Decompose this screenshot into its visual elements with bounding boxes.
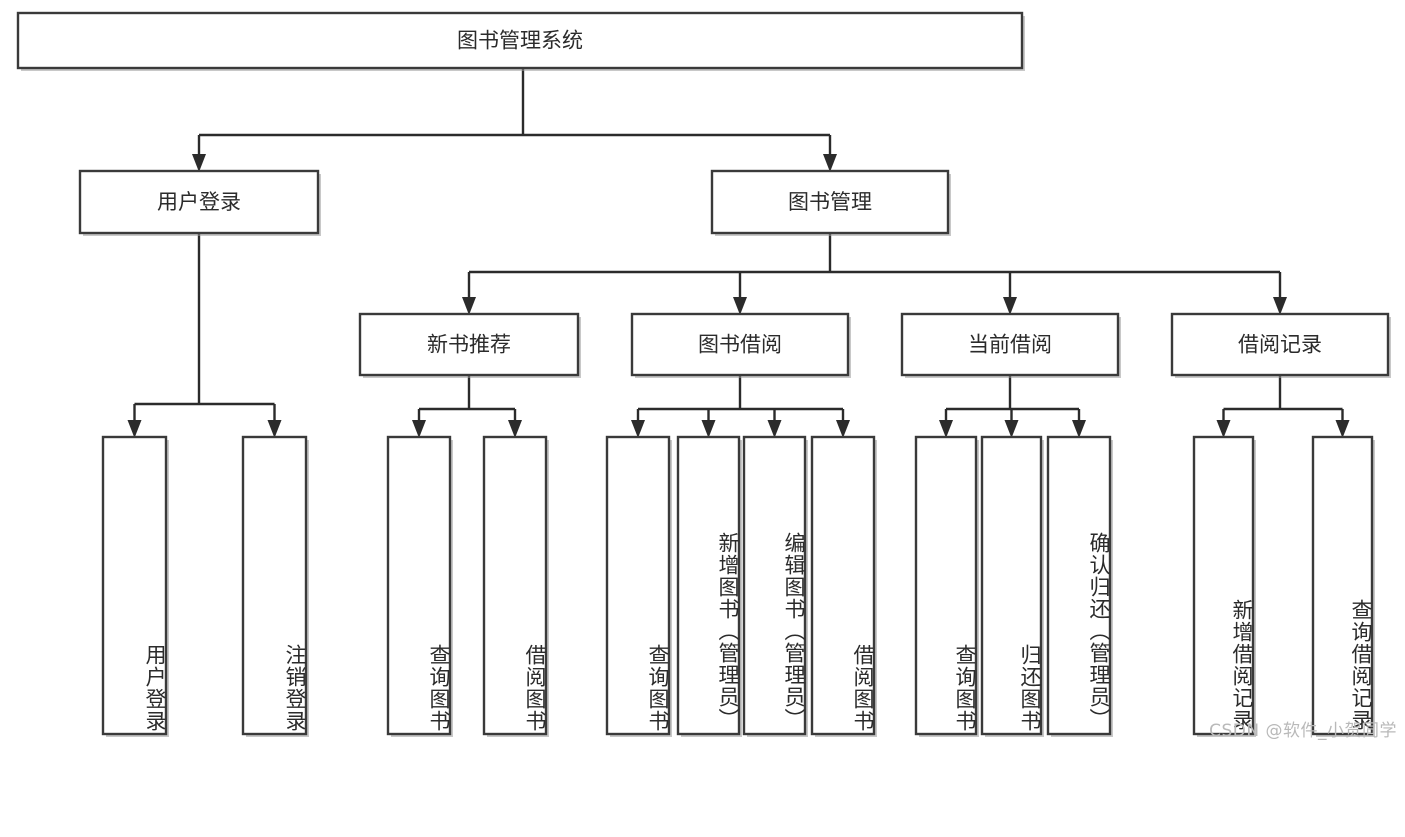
node-box-leaf-add-book-admin[interactable]	[676, 435, 741, 736]
diagram-canvas: 图书管理系统用户登录图书管理新书推荐图书借阅当前借阅借阅记录 用户登录注销登录查…	[16, 11, 1397, 741]
node-box-leaf-user-login[interactable]	[101, 435, 168, 736]
node-box-leaf-query-book-borrow[interactable]	[605, 435, 671, 736]
node-label-book-management: 图书管理	[788, 190, 872, 214]
node-box-leaf-borrow-book[interactable]	[810, 435, 876, 736]
boxes-layer	[16, 11, 1391, 737]
arrow-to-leaf-query-book-recommend	[412, 420, 426, 438]
node-box-book-management[interactable]	[710, 169, 950, 235]
node-box-book-borrow[interactable]	[630, 312, 850, 377]
node-box-new-book-recommend[interactable]	[358, 312, 580, 377]
node-label-book-borrow: 图书借阅	[698, 333, 782, 357]
node-box-leaf-query-book-current[interactable]	[914, 435, 978, 736]
arrow-to-user-login	[192, 154, 206, 172]
arrow-to-borrow-record	[1273, 297, 1287, 315]
node-box-current-borrow[interactable]	[900, 312, 1120, 377]
arrow-to-leaf-borrow-book	[836, 420, 850, 438]
node-box-leaf-logout[interactable]	[241, 435, 308, 736]
arrow-to-book-management	[823, 154, 837, 172]
csdn-watermark: CSDN @软件_小贺同学	[1209, 721, 1397, 741]
node-box-root[interactable]	[16, 11, 1024, 70]
connectors-layer	[127, 68, 1350, 438]
node-box-leaf-return-book[interactable]	[980, 435, 1043, 736]
arrow-to-leaf-query-borrow-record	[1335, 420, 1350, 438]
node-box-leaf-query-borrow-record[interactable]	[1311, 435, 1374, 736]
node-box-user-login[interactable]	[78, 169, 320, 235]
arrow-to-leaf-add-borrow-record	[1216, 420, 1231, 438]
node-label-user-login: 用户登录	[157, 190, 241, 214]
node-label-borrow-record: 借阅记录	[1238, 333, 1322, 357]
arrow-to-leaf-return-book	[1004, 420, 1019, 438]
node-box-borrow-record[interactable]	[1170, 312, 1390, 377]
arrow-to-leaf-confirm-return-admin	[1072, 420, 1086, 438]
node-box-leaf-query-book-recommend[interactable]	[386, 435, 452, 736]
node-label-new-book-recommend: 新书推荐	[427, 333, 511, 357]
arrow-to-leaf-logout	[267, 420, 282, 438]
arrow-to-leaf-add-book-admin	[701, 420, 716, 438]
arrow-to-leaf-query-book-current	[939, 420, 953, 438]
arrow-to-leaf-query-book-borrow	[631, 420, 645, 438]
arrow-to-book-borrow	[733, 297, 747, 315]
arrow-to-leaf-user-login	[127, 420, 142, 438]
node-label-current-borrow: 当前借阅	[968, 333, 1052, 357]
node-box-leaf-add-borrow-record[interactable]	[1192, 435, 1255, 736]
arrow-to-leaf-borrow-book-recommend	[508, 420, 522, 438]
arrow-to-new-book-recommend	[462, 297, 476, 315]
node-label-root: 图书管理系统	[457, 29, 583, 53]
node-box-leaf-confirm-return-admin[interactable]	[1046, 435, 1112, 736]
node-box-leaf-edit-book-admin[interactable]	[742, 435, 807, 736]
arrow-to-leaf-edit-book-admin	[767, 420, 782, 438]
node-box-leaf-borrow-book-recommend[interactable]	[482, 435, 548, 736]
arrow-to-current-borrow	[1003, 297, 1017, 315]
